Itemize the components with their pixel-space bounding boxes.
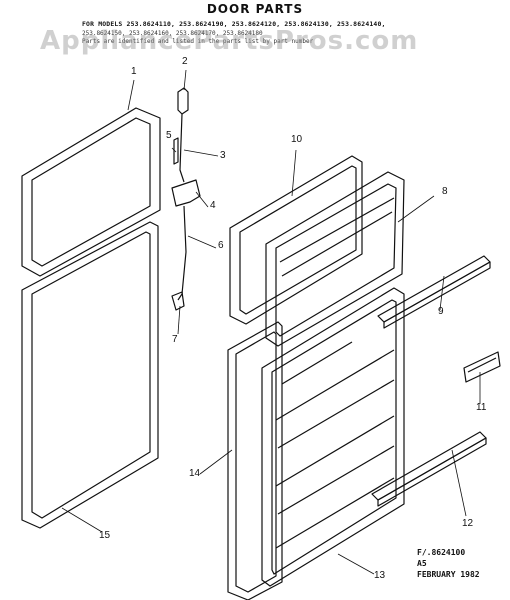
callout-5: 5 (166, 130, 172, 141)
fresh-food-gasket-part-15 (21, 221, 159, 529)
footer-date: FEBRUARY 1982 (417, 570, 480, 579)
callout-1: 1 (131, 66, 137, 77)
footer-revision: A5 (417, 559, 427, 568)
callout-13: 13 (374, 570, 386, 581)
models-line: FOR MODELS 253.8624110, 253.8624190, 253… (82, 20, 386, 28)
callout-4: 4 (210, 200, 216, 211)
clip-part-11 (463, 351, 501, 383)
models-sub-line: 253.8624150, 253.8624160, 253.8624170, 2… (82, 30, 263, 37)
callout-3: 3 (220, 150, 226, 161)
callout-10: 10 (291, 134, 303, 145)
callout-8: 8 (442, 186, 448, 197)
fresh-food-door-liner-part-13 (261, 287, 405, 587)
callout-12: 12 (462, 518, 474, 529)
diagram-title: DOOR PARTS (206, 2, 304, 16)
shelf-bar-part-9 (377, 255, 491, 329)
models-note-line: Parts are identified and listed in the p… (82, 38, 314, 45)
shelf-bar-part-12 (371, 431, 487, 507)
freezer-door-liner-part-8 (265, 171, 405, 347)
fresh-food-liner-gasket-part-14 (227, 321, 283, 600)
watermark: AppliancePartsPros.com (40, 26, 419, 56)
hinge-assembly (171, 87, 201, 311)
callout-11: 11 (476, 402, 487, 413)
callout-9: 9 (438, 306, 444, 317)
callout-2: 2 (182, 56, 188, 67)
callout-7: 7 (172, 334, 178, 345)
footer-drawing-number: F/.8624100 (417, 548, 466, 557)
freezer-liner-gasket-part-10 (229, 155, 363, 325)
callout-14: 14 (189, 468, 201, 479)
freezer-gasket-part-1 (21, 107, 161, 277)
callout-6: 6 (218, 240, 224, 251)
callout-15: 15 (99, 530, 111, 541)
leader-lines (61, 69, 481, 575)
